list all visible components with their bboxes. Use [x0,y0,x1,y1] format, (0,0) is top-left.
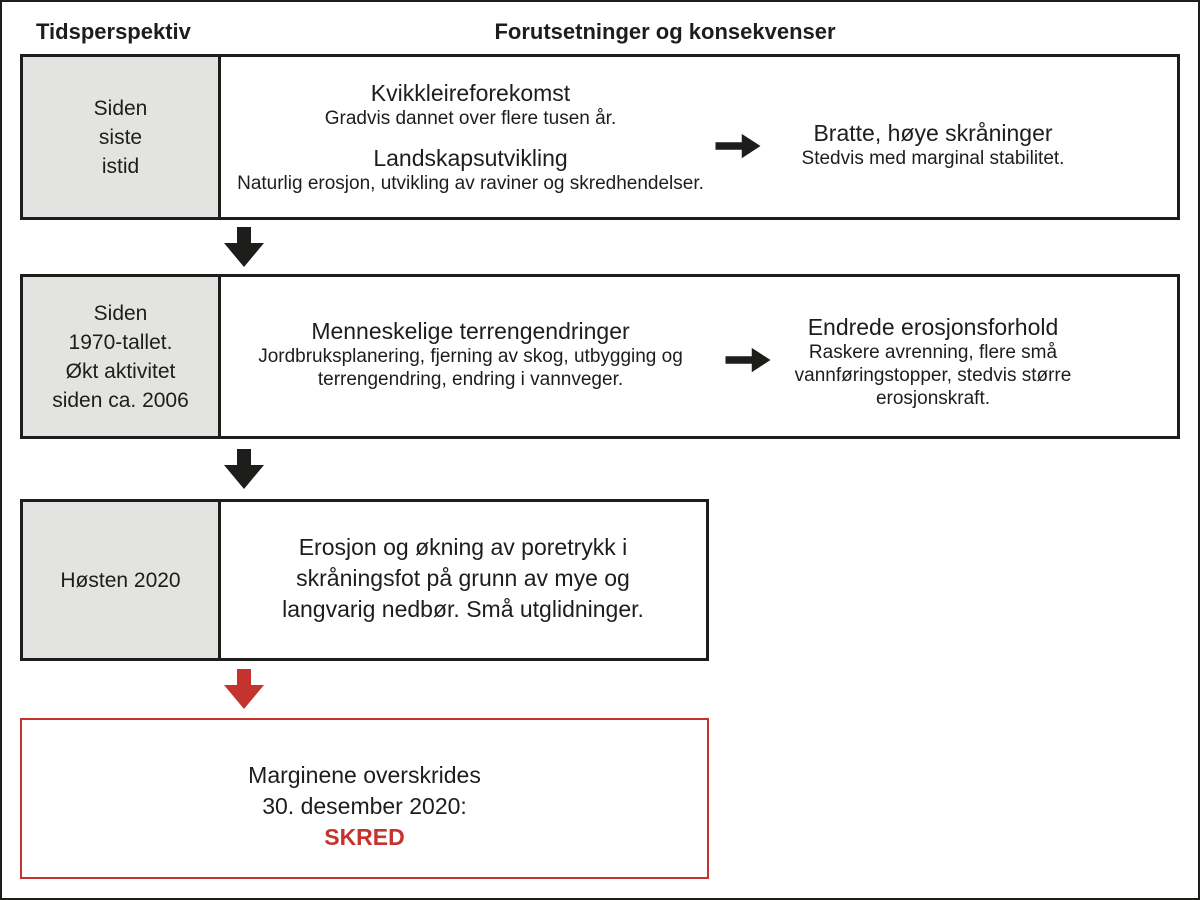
consequence-sub: Stedvis med marginal stabilitet. [801,148,1065,169]
cause-sub: Jordbruksplanering, fjerning av skog, ut… [258,346,683,390]
time-line: siste [98,125,143,149]
consequence-block-ice-age: Bratte, høye skråninger Stedvis med marg… [768,119,1098,170]
final-line-date: 30. desember 2020: [262,793,467,819]
final-line-margins-exceeded: Marginene overskrides [248,762,481,788]
causes-block-ice-age: Kvikkleireforekomst Gradvis dannet over … [218,79,723,195]
time-line: Økt aktivitet [65,359,176,383]
consequence-sub: Raskere avrenning, flere små vannførings… [794,342,1072,409]
cause-title: Landskapsutvikling [373,145,568,171]
final-event-box: Marginene overskrides 30. desember 2020:… [20,718,709,879]
right-arrow-icon [715,133,761,159]
down-arrow-icon [224,449,264,489]
consequence-block-1970s: Endrede erosjonsforhold Raskere avrennin… [771,313,1095,410]
time-cell-1970s: Siden 1970-tallet. Økt aktivitet siden c… [23,277,221,436]
causes-block-autumn-2020: Erosjon og økning av poretrykk i skrånin… [228,532,698,625]
row-autumn-2020: Høsten 2020 Erosjon og økning av poretry… [20,499,709,661]
consequence-title: Bratte, høye skråninger [813,120,1053,146]
time-line: Siden [93,301,148,325]
time-line: 1970-tallet. [68,330,173,354]
cause-sub: Erosjon og økning av poretrykk i skrånin… [282,534,644,622]
consequence-title: Endrede erosjonsforhold [807,314,1059,340]
red-down-arrow-icon [224,669,264,709]
final-line-skred: SKRED [324,824,405,850]
column-header-time-perspective: Tidsperspektiv [36,19,191,44]
time-line: Siden [93,96,148,120]
cause-title: Kvikkleireforekomst [370,80,571,106]
cause-title: Menneskelige terrengendringer [311,318,630,344]
down-arrow-icon [224,227,264,267]
time-line: siden ca. 2006 [52,388,189,412]
time-line: Høsten 2020 [60,568,181,592]
row-since-ice-age: Siden siste istid Kvikkleireforekomst Gr… [20,54,1180,220]
time-cell-autumn-2020: Høsten 2020 [23,502,221,658]
row-since-1970s: Siden 1970-tallet. Økt aktivitet siden c… [20,274,1180,439]
final-event-text: Marginene overskrides 30. desember 2020:… [22,760,707,853]
column-header-conditions-consequences: Forutsetninger og konsekvenser [494,19,836,44]
time-cell-ice-age: Siden siste istid [23,57,221,217]
cause-sub: Naturlig erosjon, utvikling av raviner o… [237,173,704,194]
time-line: istid [101,154,140,178]
right-arrow-icon [725,347,771,373]
causes-block-1970s: Menneskelige terrengendringer Jordbruksp… [218,317,723,391]
cause-sub: Gradvis dannet over flere tusen år. [324,108,617,129]
